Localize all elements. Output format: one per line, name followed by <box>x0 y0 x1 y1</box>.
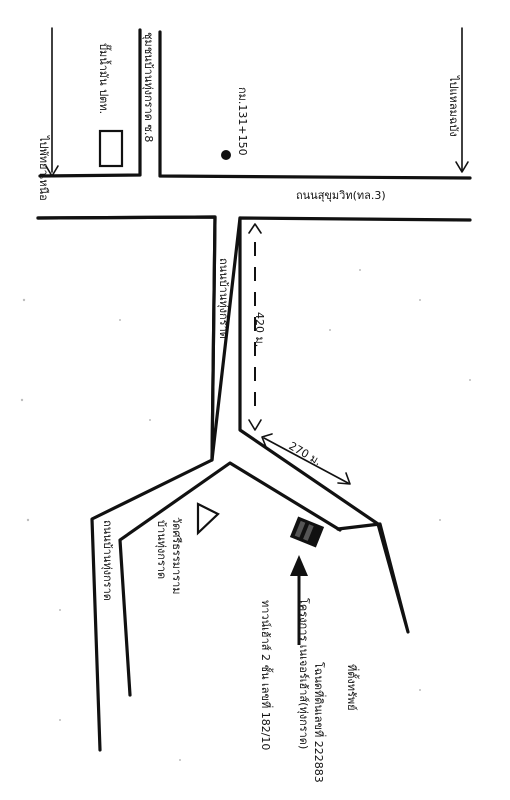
distance-420-arrow-icon <box>248 223 262 431</box>
road-upper-label: ถนนบ้านทุ่งกราด <box>217 258 230 339</box>
arrow-to-phatthaya-icon <box>45 27 59 177</box>
house-label: ทาวน์เฮ้าส์ 2 ชั้น เลขที่ 182/10 <box>259 600 274 750</box>
soi8-label: ชุมชนบ้านทุ่งกราด ซ.8 <box>142 32 155 142</box>
km-marker-label: กม.131+150 <box>236 87 249 156</box>
road-lower-label: ถนนบ้านทุ่งกราด <box>101 520 114 601</box>
project-label: โครงการ เนเจอร์เฮ้าส์(ทุ่งกราด) <box>297 598 311 749</box>
temple-label-2: บ้านทุ่งกราด <box>155 520 168 579</box>
property-pointer-arrow-icon <box>290 555 308 645</box>
to-phatthaya-label: ไปพัทยาเหนือ <box>37 135 50 201</box>
temple-label: วัดศรีธรรมาราม <box>170 517 183 595</box>
distance-420-label: 420 ม. <box>253 312 266 347</box>
property-building-icon <box>289 516 325 548</box>
pump-label: ปั๊มน้ำมัน ปตท. <box>97 43 112 114</box>
thung-krat-road-lower <box>118 461 342 697</box>
gas-station-icon <box>98 129 124 168</box>
temple-icon <box>196 502 220 536</box>
sukhumvit-road-upper-left <box>38 28 142 178</box>
sukhumvit-label: ถนนสุขุมวิท(ทล.3) <box>296 189 386 202</box>
deed-label: โฉนดที่ดินเลขที่ 222883 <box>312 662 327 783</box>
distance-270-arrow-icon <box>261 433 351 485</box>
to-laem-chabang-label: ไปแหลมฉบัง <box>447 75 460 137</box>
thung-krat-road-right <box>238 216 410 634</box>
thung-krat-road-left <box>36 215 217 752</box>
property-title-label: ที่ตั้งทรัพย์ <box>345 664 360 711</box>
background-specks <box>20 269 471 761</box>
arrow-to-laem-chabang-icon <box>455 27 469 173</box>
sukhumvit-road-upper-right <box>158 30 472 180</box>
km-marker-icon <box>221 150 231 160</box>
